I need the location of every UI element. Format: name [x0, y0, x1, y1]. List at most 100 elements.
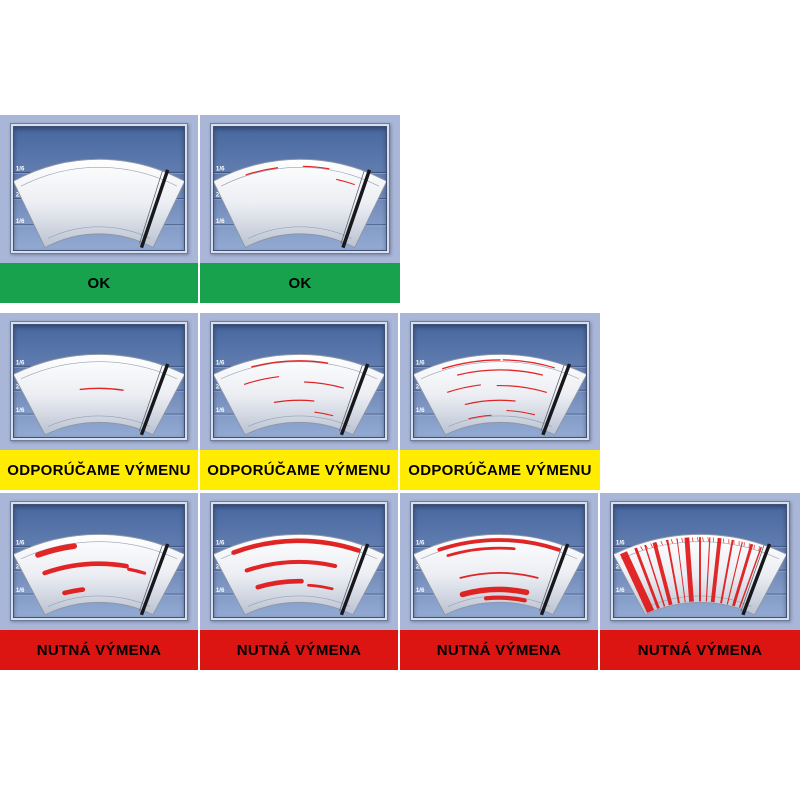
wear-streaks: [231, 538, 361, 591]
wiper-sweep-area: [14, 353, 184, 436]
windshield-view: 1/62/31/6: [213, 324, 385, 438]
wear-cell: 1/62/31/6 NUTNÁ VÝMENA: [200, 493, 400, 670]
wiper-sweep-graphic: 1/62/31/6: [14, 353, 184, 436]
wear-cell: 1/62/31/6 NUTNÁ VÝMENA: [0, 493, 200, 670]
wiper-sweep-area: [214, 353, 384, 436]
chart-row-ok: 1/62/31/6 OK 1/62/31/6 OK: [0, 115, 400, 303]
status-label: NUTNÁ VÝMENA: [36, 641, 162, 659]
wear-streaks: [245, 165, 355, 186]
wiper-blade: [139, 543, 170, 616]
wiper-sweep-graphic: 1/62/31/6: [14, 158, 184, 249]
scale-label: 1/6: [216, 588, 225, 594]
screen-frame: 1/62/31/6: [10, 501, 188, 621]
status-bar: OK: [0, 263, 198, 303]
status-bar: OK: [200, 263, 400, 303]
scale-label: 1/6: [216, 408, 225, 414]
screen-frame: 1/62/31/6: [10, 123, 188, 254]
status-label: ODPORÚČAME VÝMENU: [408, 461, 592, 479]
wiper-sweep-area: [214, 533, 384, 616]
wear-streaks: [437, 538, 561, 603]
screen-frame: 1/62/31/6: [610, 501, 790, 621]
status-bar: ODPORÚČAME VÝMENU: [200, 450, 398, 490]
wear-streaks: [35, 543, 147, 596]
screen-frame: 1/62/31/6: [210, 501, 388, 621]
scale-label: 1/6: [216, 218, 225, 225]
wear-streaks: [442, 359, 555, 420]
scale-label: 1/6: [16, 165, 25, 172]
wiper-blade: [341, 169, 372, 249]
wear-cell: 1/62/31/6 NUTNÁ VÝMENA: [400, 493, 600, 670]
wiper-panel: 1/62/31/6: [200, 493, 398, 630]
wiper-sweep-area: [14, 158, 184, 249]
screen-frame: 1/62/31/6: [410, 501, 588, 621]
wiper-sweep-area: [414, 533, 584, 616]
screen-frame: 1/62/31/6: [10, 321, 188, 441]
windshield-view: 1/62/31/6: [13, 324, 185, 438]
screen-frame: 1/62/31/6: [210, 123, 390, 254]
wiper-sweep-graphic: 1/62/31/6: [14, 533, 184, 616]
scale-label: 1/6: [416, 588, 425, 594]
wiper-blade: [339, 363, 370, 436]
scale-label: 1/6: [616, 587, 625, 594]
wiper-panel: 1/62/31/6: [600, 493, 800, 630]
wiper-sweep-graphic: 1/62/31/6: [214, 353, 384, 436]
scale-label: 1/6: [216, 361, 225, 367]
scale-label: 1/6: [416, 407, 425, 414]
wiper-blade: [139, 169, 170, 249]
wiper-sweep-area: [414, 353, 586, 436]
windshield-view: 1/62/31/6: [413, 324, 587, 438]
scale-label: 1/6: [216, 541, 225, 547]
scale-label: 1/6: [216, 165, 225, 172]
wiper-sweep-graphic: 1/62/31/6: [414, 533, 584, 616]
wiper-blade: [539, 543, 570, 616]
status-bar: NUTNÁ VÝMENA: [0, 630, 198, 670]
wiper-panel: 1/62/31/6: [0, 115, 198, 263]
status-bar: NUTNÁ VÝMENA: [400, 630, 598, 670]
windshield-view: 1/62/31/6: [213, 504, 385, 618]
scale-label: 1/6: [16, 218, 25, 225]
wiper-sweep-graphic: 1/62/31/6: [214, 158, 386, 249]
scale-label: 1/6: [416, 360, 425, 367]
wiper-panel: 1/62/31/6: [0, 493, 198, 630]
status-label: ODPORÚČAME VÝMENU: [207, 461, 391, 479]
wiper-panel: 1/62/31/6: [0, 313, 198, 450]
windshield-view: 1/62/31/6: [13, 126, 185, 251]
windshield-view: 1/62/31/6: [613, 504, 787, 618]
windshield-view: 1/62/31/6: [213, 126, 387, 251]
scale-label: 1/6: [16, 588, 25, 594]
wiper-panel: 1/62/31/6: [400, 493, 598, 630]
wiper-panel: 1/62/31/6: [400, 313, 600, 450]
wear-streaks: [79, 387, 124, 391]
windshield-view: 1/62/31/6: [13, 504, 185, 618]
status-label: NUTNÁ VÝMENA: [436, 641, 562, 659]
scale-label: 1/6: [416, 541, 425, 547]
wear-cell: 1/62/31/6 ODPORÚČAME VÝMENU: [0, 313, 200, 490]
screen-frame: 1/62/31/6: [210, 321, 388, 441]
wear-cell: 1/62/31/6 OK: [200, 115, 400, 303]
status-label: NUTNÁ VÝMENA: [637, 641, 763, 659]
wear-cell: 1/62/31/6 NUTNÁ VÝMENA: [600, 493, 800, 670]
wiper-panel: 1/62/31/6: [200, 115, 400, 263]
wiper-panel: 1/62/31/6: [200, 313, 398, 450]
screen-frame: 1/62/31/6: [410, 321, 590, 441]
scale-label: 1/6: [16, 408, 25, 414]
status-label: OK: [288, 274, 312, 292]
wiper-sweep-area: [214, 158, 386, 249]
scale-label: 1/6: [616, 540, 625, 547]
wiper-sweep-area: [14, 533, 184, 616]
wear-cell: 1/62/31/6 ODPORÚČAME VÝMENU: [200, 313, 400, 490]
chart-row-replace: 1/62/31/6 NUTNÁ VÝMENA 1/62/31/6 NUTNÁ V…: [0, 493, 800, 670]
status-label: ODPORÚČAME VÝMENU: [7, 461, 191, 479]
status-bar: NUTNÁ VÝMENA: [200, 630, 398, 670]
wear-cell: 1/62/31/6 ODPORÚČAME VÝMENU: [400, 313, 600, 490]
scale-label: 1/6: [16, 541, 25, 547]
scale-label: 1/6: [16, 361, 25, 367]
wear-streaks: [243, 360, 344, 417]
status-bar: ODPORÚČAME VÝMENU: [0, 450, 198, 490]
status-label: OK: [87, 274, 111, 292]
status-bar: ODPORÚČAME VÝMENU: [400, 450, 600, 490]
status-label: NUTNÁ VÝMENA: [236, 641, 362, 659]
wiper-sweep-graphic: 1/62/31/6: [414, 353, 586, 436]
wiper-sweep-graphic: 1/62/31/6: [614, 533, 786, 616]
